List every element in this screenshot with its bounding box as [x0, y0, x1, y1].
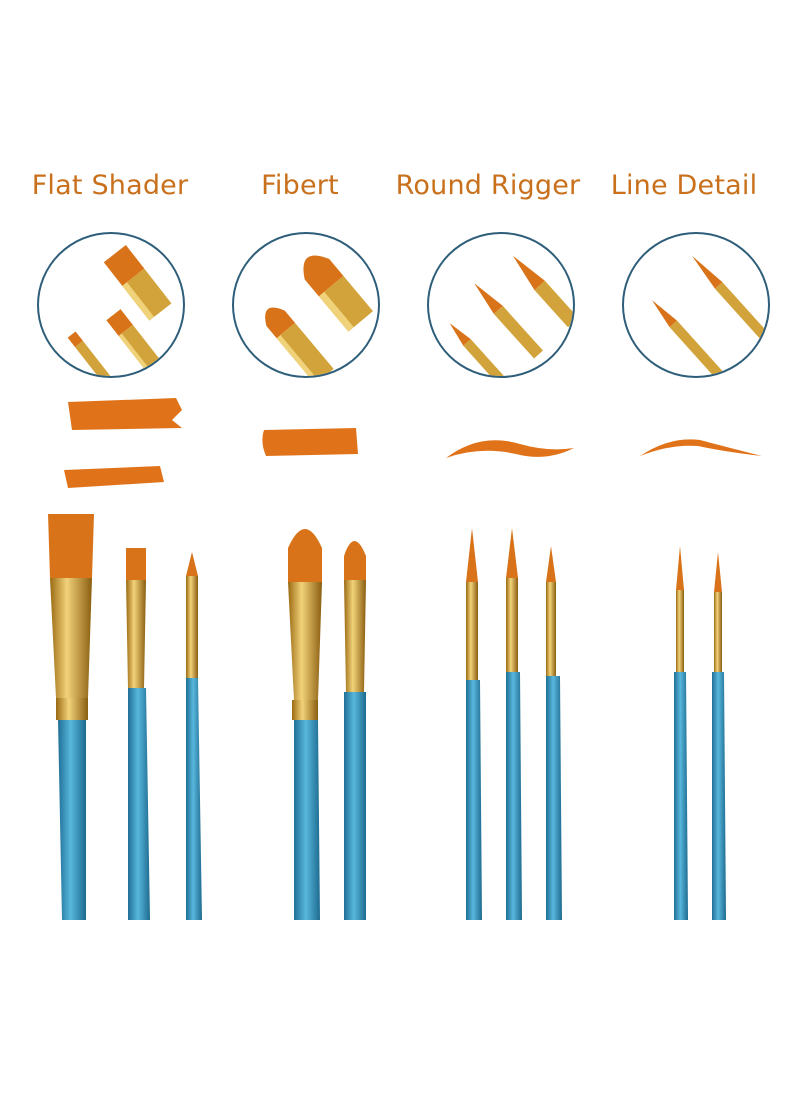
brush-flat-small	[186, 552, 202, 920]
brush-round-3	[546, 546, 562, 920]
stroke-fibert	[262, 428, 358, 456]
stroke-flat-shader	[64, 398, 182, 488]
label-line-detail: Line Detail	[610, 170, 758, 201]
brush-fibert-small	[344, 541, 366, 920]
label-fibert: Fibert	[261, 170, 339, 201]
brush-flat-medium	[126, 548, 150, 920]
zoom-circle-fibert	[232, 232, 380, 378]
zoom-circle-line-detail	[622, 232, 770, 378]
zoom-circle-flat-shader	[37, 232, 185, 378]
stroke-round-rigger	[446, 440, 574, 458]
label-flat-shader: Flat Shader	[31, 170, 189, 201]
brush-line-1	[674, 546, 688, 920]
brush-fibert-large	[288, 529, 322, 920]
label-round-rigger: Round Rigger	[395, 170, 581, 201]
brush-round-2	[506, 528, 522, 920]
brush-line-2	[712, 552, 726, 920]
stroke-line-detail	[640, 439, 762, 456]
brush-flat-large	[48, 514, 94, 920]
brush-round-1	[466, 528, 482, 920]
zoom-circle-round-rigger	[427, 232, 575, 378]
